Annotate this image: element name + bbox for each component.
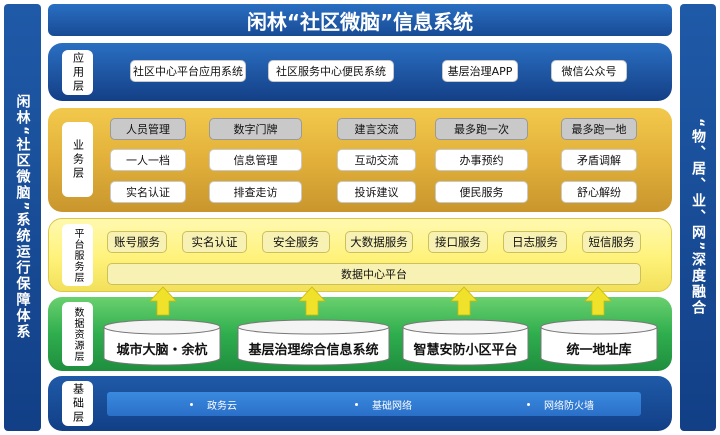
database-label: 基层治理综合信息系统 [248,342,379,358]
base-item[interactable]: 基础网络 [355,397,412,412]
database-label: 统一地址库 [566,342,632,358]
data-layer-label: 数据资源层 [62,302,93,366]
platform-service[interactable]: 大数据服务 [345,231,413,253]
business-header: 最多跑一次 [435,118,528,140]
right-side-panel: “物、居、业、网”深度融合 [680,4,716,431]
business-item[interactable]: 投诉建议 [337,181,416,203]
business-header: 数字门牌 [209,118,302,140]
platform-service[interactable]: 安全服务 [262,231,330,253]
app-item[interactable]: 社区服务中心便民系统 [268,60,394,82]
up-arrow-icon [298,286,326,316]
right-side-label: “物、居、业、网”深度融合 [690,118,706,317]
platform-service[interactable]: 账号服务 [107,231,167,253]
application-layer-label: 应用层 [62,50,93,95]
base-item[interactable]: 政务云 [190,397,237,412]
database-cylinder[interactable]: 城市大脑・余杭 [103,318,221,366]
platform-service[interactable]: 实名认证 [182,231,247,253]
bullet-icon [190,402,193,406]
business-header: 最多跑一地 [561,118,637,140]
bullet-icon [355,402,358,406]
page-title-text: 闲林“社区微脑”信息系统 [246,9,474,34]
platform-service[interactable]: 日志服务 [503,231,567,253]
database-cylinder[interactable]: 基层治理综合信息系统 [237,318,390,366]
database-label: 智慧安防小区平台 [413,342,518,358]
business-item[interactable]: 互动交流 [337,149,416,171]
platform-service[interactable]: 接口服务 [428,231,488,253]
platform-layer-label: 平台服务层 [62,224,93,286]
business-item[interactable]: 一人一档 [110,149,186,171]
database-icon [402,319,529,366]
data-center-platform[interactable]: 数据中心平台 [107,263,641,285]
up-arrow-icon [584,286,612,316]
app-item[interactable]: 社区中心平台应用系统 [130,60,246,82]
app-item[interactable]: 微信公众号 [551,60,627,82]
business-item[interactable]: 矛盾调解 [561,149,637,171]
base-infrastructure-bar [107,392,641,416]
database-cylinder[interactable]: 智慧安防小区平台 [402,318,529,366]
left-side-label: 闲林“社区微脑”系统运行保障体系 [14,94,31,341]
database-icon [103,319,221,366]
base-layer-label: 基础层 [62,381,93,426]
business-item[interactable]: 排查走访 [209,181,302,203]
business-header: 建言交流 [337,118,416,140]
left-side-panel: 闲林“社区微脑”系统运行保障体系 [4,4,41,431]
business-header: 人员管理 [110,118,186,140]
database-cylinder[interactable]: 统一地址库 [540,318,658,366]
database-label: 城市大脑・余杭 [116,342,208,358]
platform-service[interactable]: 短信服务 [582,231,641,253]
business-layer-label: 业务层 [62,122,93,197]
app-item[interactable]: 基层治理APP [442,60,518,82]
business-item[interactable]: 办事预约 [435,149,528,171]
business-item[interactable]: 信息管理 [209,149,302,171]
database-icon [237,319,390,366]
page-title: 闲林“社区微脑”信息系统 [48,4,672,36]
business-item[interactable]: 便民服务 [435,181,528,203]
bullet-icon [527,402,530,406]
base-item[interactable]: 网络防火墙 [527,397,594,412]
up-arrow-icon [450,286,478,316]
database-icon [540,319,658,366]
business-item[interactable]: 实名认证 [110,181,186,203]
business-item[interactable]: 舒心解纷 [561,181,637,203]
up-arrow-icon [149,286,177,316]
